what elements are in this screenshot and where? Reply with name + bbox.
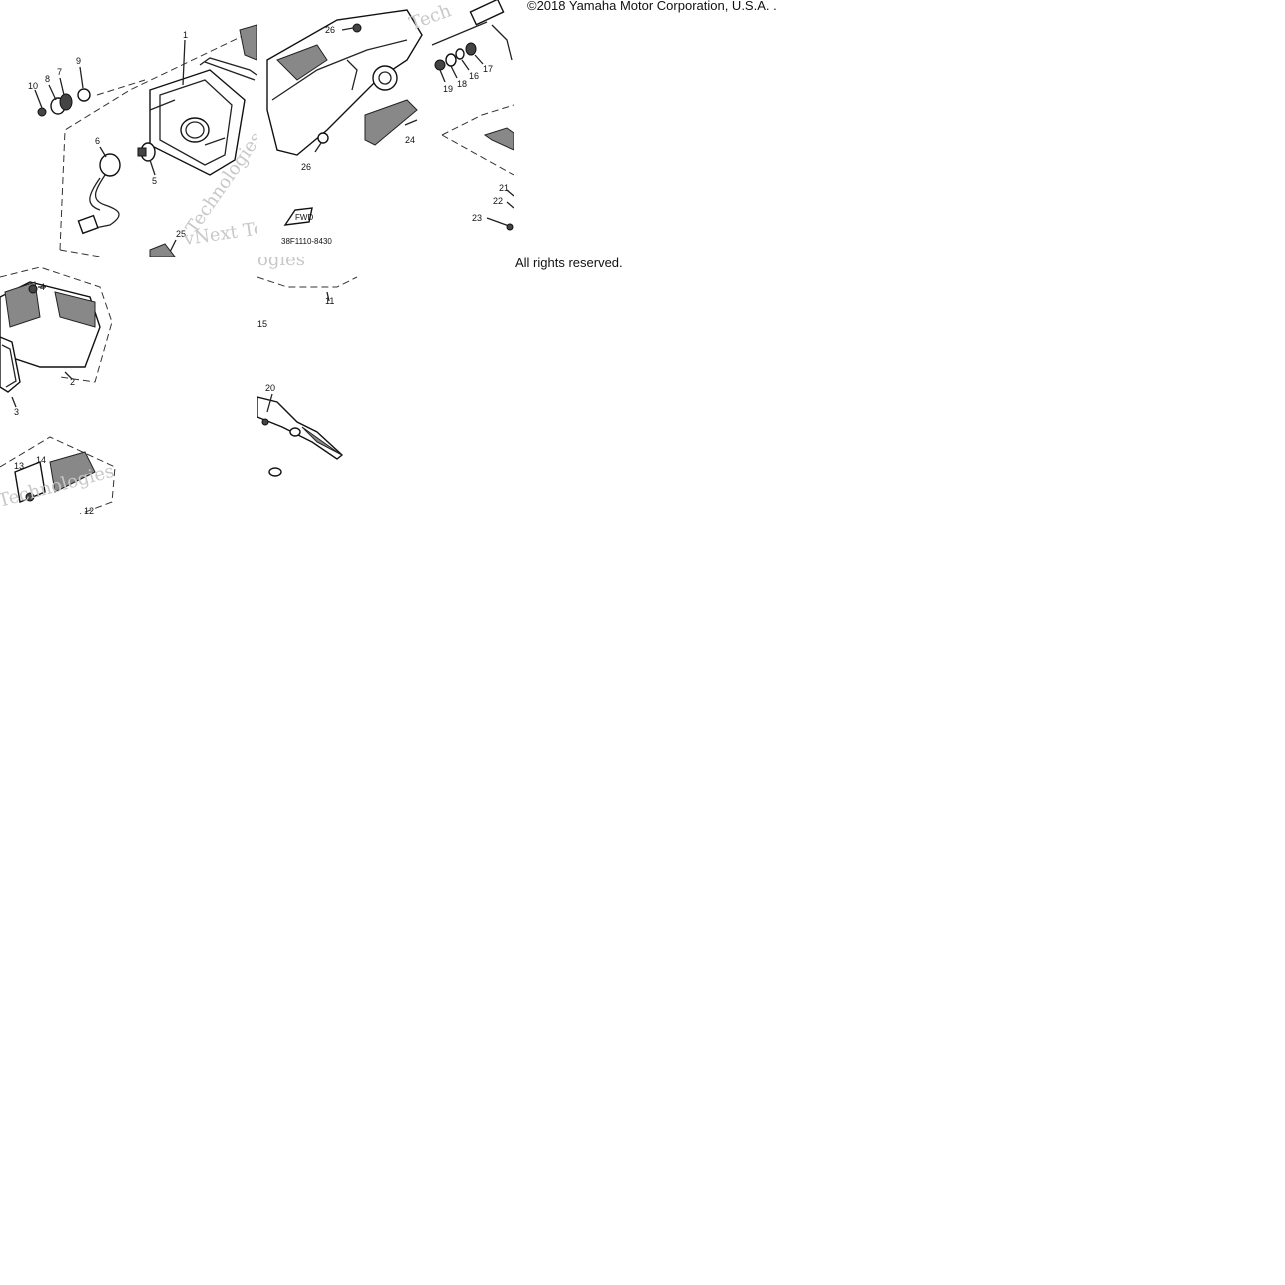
callout-19: 19 (443, 84, 453, 94)
callout-11: 11 (325, 296, 334, 306)
fender-exploded-view: 24 26 26 19 18 16 17 21 22 23 (266, 0, 514, 246)
diagram-tile-fender: 24 26 26 19 18 16 17 21 22 23 (257, 0, 514, 257)
callout-15: 15 (257, 319, 267, 329)
diagram-tile-signal-right: ogies 11 15 20 (257, 257, 514, 514)
callout-23: 23 (472, 213, 482, 223)
callout-9: 9 (76, 56, 81, 66)
callout-1: 1 (183, 30, 188, 40)
callout-17: 17 (483, 64, 493, 74)
taillight-exploded-view: 10 8 7 9 1 6 5 25 vNext Te Technologies (28, 24, 257, 257)
callout-25: 25 (176, 229, 186, 239)
watermark-text-e: ogies (257, 257, 305, 270)
callout-22: 22 (493, 196, 503, 206)
callout-18: 18 (457, 79, 467, 89)
signal-left-exploded-view: 4 2 3 14 13 12 Technologies (0, 266, 116, 514)
fwd-label: FWD (295, 213, 313, 222)
callout-24: 24 (405, 135, 415, 145)
callout-26-bottom: 26 (301, 162, 311, 172)
callout-5: 5 (152, 176, 157, 186)
callout-16: 16 (469, 71, 479, 81)
signal-right-exploded-view: ogies 11 15 20 (257, 257, 358, 477)
callout-2: 2 (70, 377, 75, 387)
callout-7: 7 (57, 67, 62, 77)
diagram-tile-signal-left: 4 2 3 14 13 12 Technologies (0, 257, 257, 514)
callout-20: 20 (265, 383, 275, 393)
copyright-line-1: ©2018 Yamaha Motor Corporation, U.S.A. . (527, 0, 777, 13)
callout-8: 8 (45, 74, 50, 84)
callout-12: 12 (84, 506, 94, 514)
diagram-code: 38F1110-8430 (281, 237, 332, 246)
diagram-tile-taillight: 10 8 7 9 1 6 5 25 vNext Te Technologies (0, 0, 257, 257)
callout-6: 6 (95, 136, 100, 146)
copyright-line-2: All rights reserved. (515, 255, 623, 270)
callout-26-top: 26 (325, 25, 335, 35)
callout-14: 14 (36, 455, 46, 465)
callout-3: 3 (14, 407, 19, 417)
callout-10: 10 (28, 81, 38, 91)
callout-4: 4 (40, 282, 45, 292)
callout-13: 13 (14, 461, 24, 471)
callout-21: 21 (499, 183, 509, 193)
watermark-text-c: Tech (407, 0, 455, 35)
